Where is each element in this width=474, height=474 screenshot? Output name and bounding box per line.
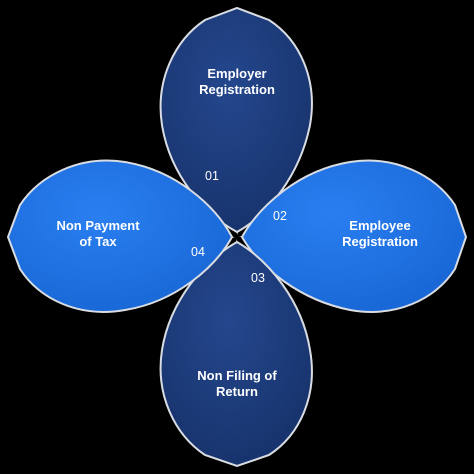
petal-bottom[interactable]: Non Filing of Return 03 (159, 240, 313, 468)
petal-bottom-label-line2: Return (216, 384, 258, 399)
petal-top-number: 01 (205, 169, 219, 183)
petal-left-label-line2: of Tax (79, 234, 117, 249)
petal-left-number: 04 (191, 245, 205, 259)
petal-right-number: 02 (273, 209, 287, 223)
petal-right-shape (240, 159, 468, 313)
petal-right-label-line2: Registration (342, 234, 418, 249)
petal-top-shape (159, 6, 313, 234)
petal-right-label-line1: Employee (349, 218, 410, 233)
petal-top[interactable]: Employer Registration 01 (159, 6, 313, 234)
petal-right[interactable]: Employee Registration 02 (240, 159, 468, 313)
petal-left-shape (6, 159, 234, 313)
petal-bottom-shape (159, 240, 313, 468)
petal-left[interactable]: Non Payment of Tax 04 (6, 159, 234, 313)
petal-bottom-number: 03 (251, 271, 265, 285)
petal-left-label-line1: Non Payment (56, 218, 140, 233)
petal-bottom-label-line1: Non Filing of (197, 368, 277, 383)
petal-top-label-line1: Employer (207, 66, 266, 81)
petal-top-label-line2: Registration (199, 82, 275, 97)
